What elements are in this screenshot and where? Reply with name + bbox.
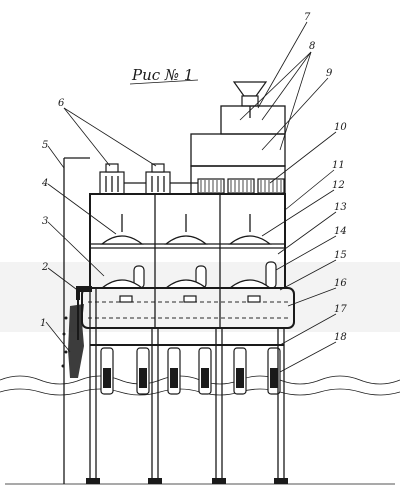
label-15: 15 (334, 250, 347, 261)
label-13: 13 (334, 202, 347, 213)
label-17: 17 (334, 304, 347, 315)
granule-output (61, 304, 84, 378)
upper-tower (190, 105, 286, 195)
label-4: 4 (41, 178, 48, 189)
figure-title: Рис № 1 (131, 66, 193, 84)
motor-right (145, 163, 171, 195)
leader-lines (45, 21, 337, 373)
support-legs (86, 288, 288, 484)
sample-vials (100, 347, 281, 395)
label-10: 10 (334, 122, 347, 133)
motor-left (99, 163, 125, 195)
label-1: 1 (40, 318, 46, 329)
heater-coils (197, 178, 285, 194)
label-2: 2 (41, 262, 48, 273)
label-18: 18 (334, 332, 347, 343)
label-6: 6 (58, 98, 65, 109)
label-8: 8 (309, 41, 315, 52)
label-11: 11 (332, 160, 345, 171)
label-12: 12 (332, 180, 345, 191)
stirrer-units (100, 214, 272, 245)
chute-corner (76, 286, 92, 300)
label-14: 14 (334, 226, 347, 237)
label-9: 9 (326, 68, 333, 79)
label-16: 16 (334, 278, 347, 289)
label-7: 7 (304, 12, 311, 23)
hopper (232, 81, 268, 118)
label-3: 3 (42, 216, 48, 227)
title-underline (129, 79, 199, 85)
label-5: 5 (42, 140, 48, 151)
